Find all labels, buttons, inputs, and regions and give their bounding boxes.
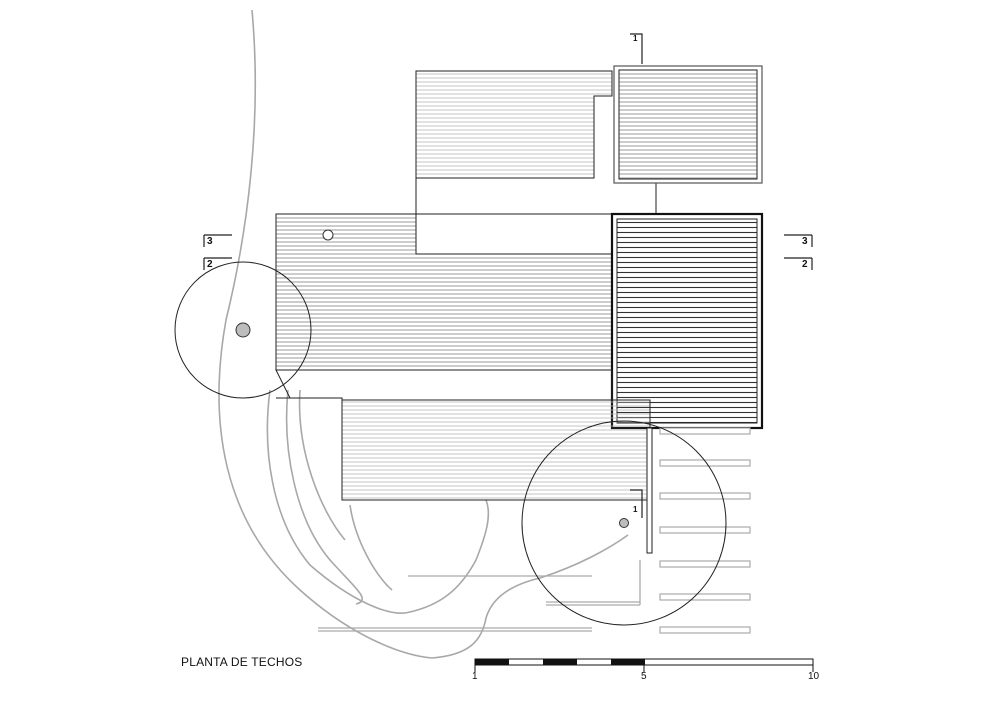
tree-left [174, 261, 312, 399]
deck-boards [659, 427, 751, 634]
tree-trunk [619, 518, 629, 528]
tree-right [521, 420, 727, 626]
section-mark-2-left: 2 [207, 259, 213, 270]
contour-line [266, 389, 490, 614]
scale-bar [474, 658, 814, 672]
contour-line [285, 389, 363, 605]
section-mark-2-right: 2 [802, 259, 808, 270]
roof-right-main [610, 212, 764, 430]
wall-post [646, 427, 653, 554]
roof-main [275, 213, 615, 371]
drawing-title: PLANTA DE TECHOS [181, 655, 303, 669]
section-markers [203, 33, 813, 518]
roof-upper-right [613, 65, 763, 184]
contour-line [298, 389, 346, 541]
roof-upper-center [415, 70, 657, 214]
tree-trunk [235, 322, 251, 338]
section-mark-3-left: 3 [207, 236, 213, 247]
vent-circle [322, 229, 334, 241]
section-mark-1-bottom: 1 [633, 505, 638, 514]
roof-lower [275, 369, 651, 501]
section-mark-3-right: 3 [802, 236, 808, 247]
scale-tick-label: 5 [641, 671, 647, 682]
contour-line [349, 504, 393, 591]
section-mark-1-top: 1 [633, 34, 638, 43]
scale-tick-label: 1 [472, 671, 478, 682]
contour-line [218, 9, 629, 659]
scale-tick-label: 10 [808, 671, 820, 682]
terrain-contours [218, 9, 629, 659]
ground-lines [318, 560, 641, 632]
